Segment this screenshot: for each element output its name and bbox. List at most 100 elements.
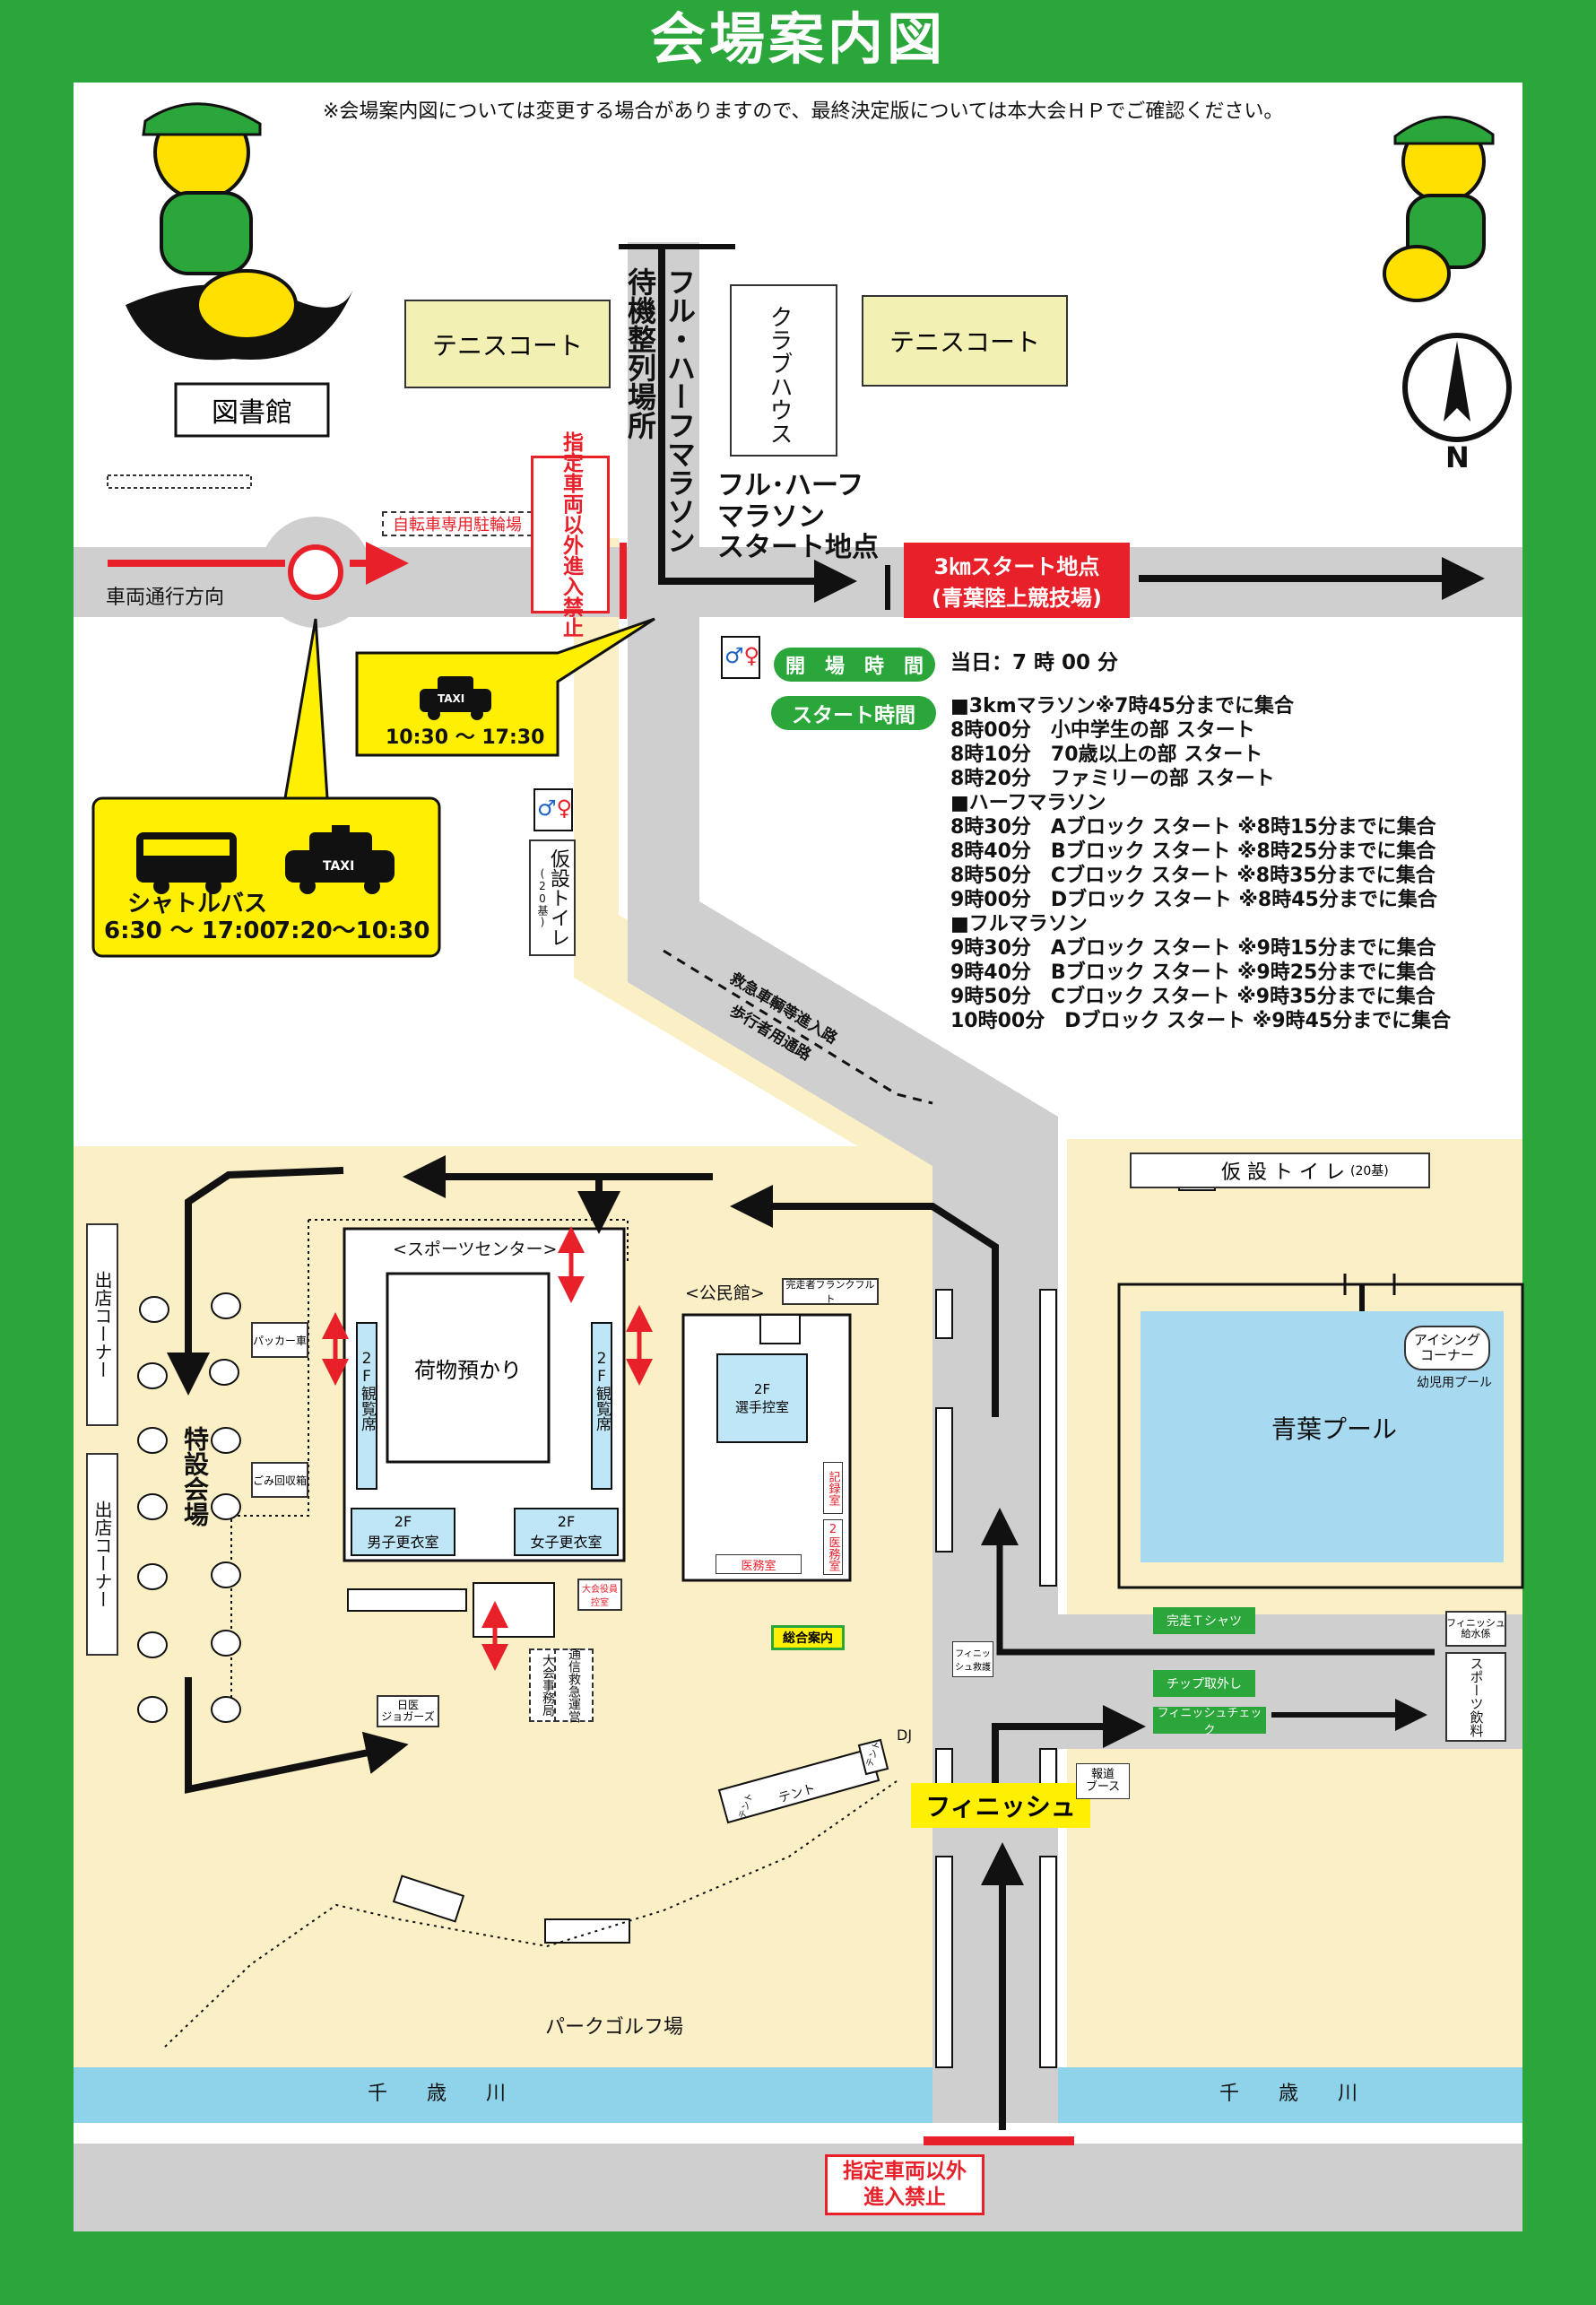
no-entry-top-label: 指定車両以外進入禁止 — [531, 431, 610, 638]
dj-label: DJ — [897, 1727, 913, 1744]
shop-corner-2-label: 出店コーナー — [86, 1453, 118, 1656]
toilet-icon-1: ♂♀ — [724, 643, 760, 668]
info-label: 総合案内 — [771, 1625, 845, 1650]
schedule-line-11: 9時40分 Bブロック スタート ※9時25分までに集合 — [950, 961, 1436, 984]
waiting-area-label: 待機整列場所 — [623, 267, 657, 439]
stand-left-label: 2F観覧席 — [358, 1350, 376, 1431]
schedule-line-9: ■フルマラソン — [950, 913, 1088, 935]
finish-check-label: フィニッシュチェック — [1153, 1707, 1266, 1737]
garbage-label: ごみ回収箱 — [251, 1462, 308, 1498]
compass-label: N — [1445, 440, 1470, 474]
taxi-bottom-label: TAXI — [323, 859, 355, 874]
schedule-line-10: 9時30分 Aブロック スタート ※9時15分までに集合 — [950, 937, 1436, 960]
stand-right-label: 2F観覧席 — [593, 1350, 611, 1431]
schedule-line-12: 9時50分 Cブロック スタート ※9時35分までに集合 — [950, 986, 1436, 1008]
emergency-path-line — [663, 949, 933, 1105]
schedule-line-5: 8時30分 Aブロック スタート ※8時15分までに集合 — [950, 816, 1436, 839]
waiting-route-line — [658, 244, 857, 603]
finisher-frank-label: 完走者フランクフルト — [782, 1278, 879, 1305]
open-time-pill: 開 場 時 間 — [774, 648, 935, 682]
flow-arrow-road-up — [730, 1185, 999, 1417]
baggage-label: 荷物預かり — [414, 1357, 522, 1383]
icing-label: アイシング コーナー — [1404, 1326, 1490, 1370]
stand-left-box — [356, 1322, 377, 1490]
nichii-label: 日医 ジョガーズ — [377, 1695, 439, 1727]
taxi-time-bottom: 7:20～10:30 — [274, 918, 430, 944]
temp-toilet-left-label: 仮設トイレ (20基) — [529, 839, 576, 956]
record-room-label: 記録室 — [823, 1462, 843, 1514]
temp-toilet-left-text: 仮設トイレ — [547, 848, 569, 947]
special-venue-label: 特設会場 — [180, 1426, 210, 1527]
toilet-icon-2: ♂♀ — [537, 796, 573, 821]
taxi-time-top: 10:30 ～ 17:30 — [386, 726, 545, 749]
tennis-court-right-label: テニスコート — [889, 327, 1040, 357]
finish-rescue-label: フィニッシュ救護 — [952, 1641, 993, 1677]
comms-label: 通信救急運営 — [554, 1648, 594, 1723]
special-venue-tents — [137, 1292, 241, 1723]
shuttle-callout-pointer — [283, 618, 329, 800]
shuttle-bus-label: シャトルバス — [127, 891, 268, 918]
road-diagonal — [628, 617, 1058, 2090]
road-bottom — [74, 2144, 1522, 2231]
sports-center-label: <スポーツセンター> — [393, 1239, 558, 1259]
bus-icon — [136, 832, 237, 894]
temp-toilet-right-count: (20基) — [1349, 1164, 1389, 1179]
page-title: 会場案内図 — [649, 6, 946, 72]
sports-center-entrance — [347, 1588, 467, 1612]
schedule-line-3: 8時20分 ファミリーの部 スタート — [950, 768, 1275, 790]
finish-water-label: フィニッシュ 給水係 — [1445, 1611, 1506, 1647]
mascot-right-icon — [1383, 116, 1495, 302]
medical-room-label: 医務室 — [716, 1554, 802, 1574]
park-golf-label: パークゴルフ場 — [545, 2016, 684, 2039]
club-house-box — [730, 284, 837, 457]
start-3km-label: 3㎞スタート地点 (青葉陸上競技場) — [904, 543, 1130, 618]
club-house-label: クラブハウス — [766, 305, 793, 445]
chip-removal-label: チップ取外し — [1153, 1670, 1255, 1697]
women-room-label: 2F 女子更衣室 — [530, 1512, 603, 1551]
schedule-line-8: 9時00分 Dブロック スタート ※8時45分までに集合 — [950, 889, 1437, 911]
tennis-court-left-box — [404, 300, 611, 388]
flow-arrow-left-bottom — [185, 1677, 409, 1794]
men-room-label: 2F 男子更衣室 — [367, 1512, 439, 1551]
compass-icon — [1402, 333, 1512, 442]
finish-label: フィニッシュ — [911, 1783, 1090, 1828]
library-label: 図書館 — [212, 397, 292, 429]
bridge — [932, 2067, 1058, 2123]
shop-corner-1-label: 出店コーナー — [86, 1223, 118, 1426]
notice-text: ※会場案内図については変更する場合がありますので、最終決定版については本大会ＨＰ… — [323, 100, 1284, 123]
bike-parking-dashed — [107, 474, 252, 489]
tennis-court-right-box — [862, 295, 1068, 387]
taxi-icon-top — [420, 676, 491, 720]
no-entry-bottom-label: 指定車両以外 進入禁止 — [825, 2154, 984, 2215]
schedule-line-6: 8時40分 Bブロック スタート ※8時25分までに集合 — [950, 840, 1436, 863]
park-golf-boundary — [164, 1780, 898, 2048]
baggage-box — [386, 1272, 551, 1464]
runner-room-box — [716, 1353, 808, 1443]
start-time-pill: スタート時間 — [771, 696, 936, 730]
river — [74, 2067, 1522, 2123]
full-half-road-label: フル・ハーフマラソン — [663, 267, 697, 554]
taxi-callout-top — [355, 617, 655, 757]
schedule-line-1: 8時00分 小中学生の部 スタート — [950, 719, 1255, 742]
open-time-value: 当日：7 時 00 分 — [950, 651, 1119, 674]
community-hall-label: <公民館> — [685, 1283, 765, 1303]
pool-label: 青葉プール — [1271, 1414, 1398, 1444]
sports-drink-label: スポーツ飲料 — [1445, 1652, 1506, 1742]
schedule-line-13: 10時00分 Dブロック スタート ※9時45分までに集合 — [950, 1010, 1452, 1032]
tennis-court-left-label: テニスコート — [431, 330, 583, 361]
shuttle-time: 6:30 ～ 17:00 — [104, 918, 276, 944]
schedule-line-7: 8時50分 Cブロック スタート ※8時35分までに集合 — [950, 865, 1436, 887]
full-half-start-label: フル･ハーフ マラソン スタート地点 — [717, 470, 879, 563]
river-right-label: 千 歳 川 — [1219, 2083, 1358, 2105]
kids-pool-label: 幼児用プール — [1417, 1376, 1492, 1390]
pool-outline — [1117, 1283, 1524, 1589]
river-left-label: 千 歳 川 — [368, 2083, 507, 2105]
taxi-icon-bottom — [285, 825, 395, 894]
temp-toilet-left-count: (20基) — [536, 867, 549, 928]
bicycle-parking-label: 自転車専用駐輪場 — [382, 511, 533, 536]
temp-toilet-right-label: 仮 設 ト イ レ (20基) — [1130, 1152, 1430, 1188]
women-room-box — [514, 1508, 619, 1556]
tent-blocks — [392, 1738, 889, 1944]
packer-label: パッカー車 — [251, 1322, 308, 1358]
schedule-line-4: ■ハーフマラソン — [950, 792, 1106, 814]
